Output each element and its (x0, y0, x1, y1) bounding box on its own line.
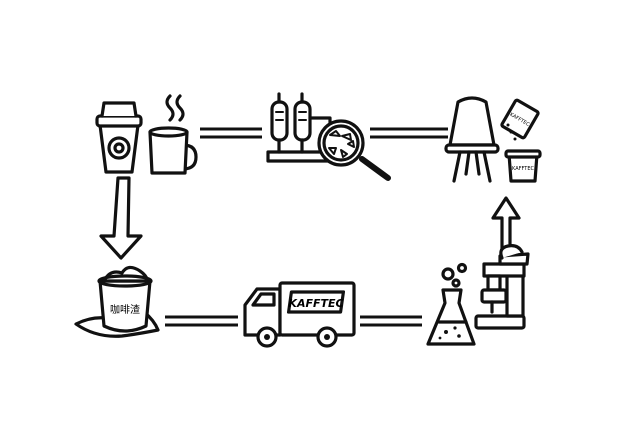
grounds-pot-icon: 咖啡渣 (74, 265, 160, 338)
coffee-mug-icon (148, 94, 198, 175)
delivery-truck-icon: KAFFTEC (243, 281, 356, 348)
microscope-icon (474, 244, 530, 330)
grounds-pot-label: 咖啡渣 (110, 303, 140, 316)
truck-logo-text: KAFFTEC (288, 297, 343, 310)
material-tub-icon: KAFFTEC (504, 149, 542, 183)
flask-icon (426, 262, 476, 346)
tub-label: KAFFTEC (512, 166, 534, 172)
coffee-cup-icon (95, 101, 143, 174)
filter-tanks-icon (266, 92, 338, 163)
connector-bottom-left (165, 315, 238, 327)
chair-icon (444, 96, 500, 183)
connector-bottom-right (360, 315, 422, 327)
connector-top-right (370, 127, 448, 139)
connector-top-left (200, 127, 262, 139)
arrow-down-icon (99, 176, 143, 260)
magnifier-icon (317, 119, 391, 181)
material-packet-icon: KAFFTEC (500, 98, 540, 141)
arrow-up-icon (491, 196, 521, 254)
